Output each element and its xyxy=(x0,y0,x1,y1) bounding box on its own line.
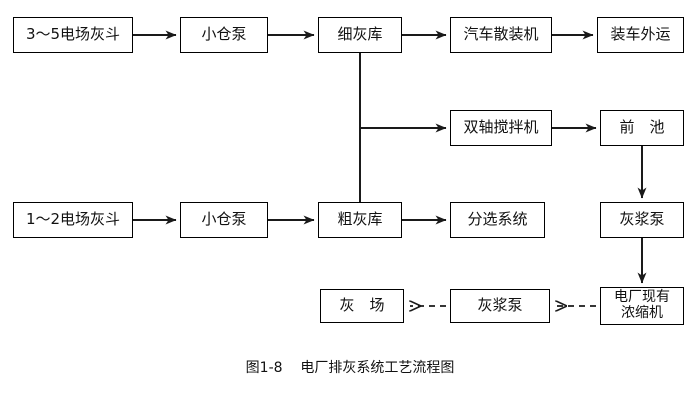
node-front-pool[interactable]: 前 池 xyxy=(600,110,684,146)
node-mixer[interactable]: 双轴搅拌机 xyxy=(450,110,552,146)
node-pump-top[interactable]: 小仓泵 xyxy=(180,17,268,53)
node-truck-out[interactable]: 装车外运 xyxy=(597,17,684,53)
node-thickener[interactable]: 电厂现有 浓缩机 xyxy=(600,287,684,325)
node-sorting[interactable]: 分选系统 xyxy=(450,202,545,238)
node-coarse-silo[interactable]: 粗灰库 xyxy=(318,202,402,238)
node-fine-silo[interactable]: 细灰库 xyxy=(318,17,402,53)
node-truck-loader[interactable]: 汽车散装机 xyxy=(450,17,552,53)
figure-caption: 图1-8 电厂排灰系统工艺流程图 xyxy=(245,360,455,376)
node-hopper12[interactable]: 1～2电场灰斗 xyxy=(13,202,133,238)
node-ash-yard[interactable]: 灰 场 xyxy=(320,289,404,323)
node-slurry-pump-bottom[interactable]: 灰浆泵 xyxy=(450,289,550,323)
node-slurry-pump-right[interactable]: 灰浆泵 xyxy=(600,202,684,238)
node-hopper35[interactable]: 3～5电场灰斗 xyxy=(13,17,133,53)
node-pump-bot[interactable]: 小仓泵 xyxy=(180,202,268,238)
